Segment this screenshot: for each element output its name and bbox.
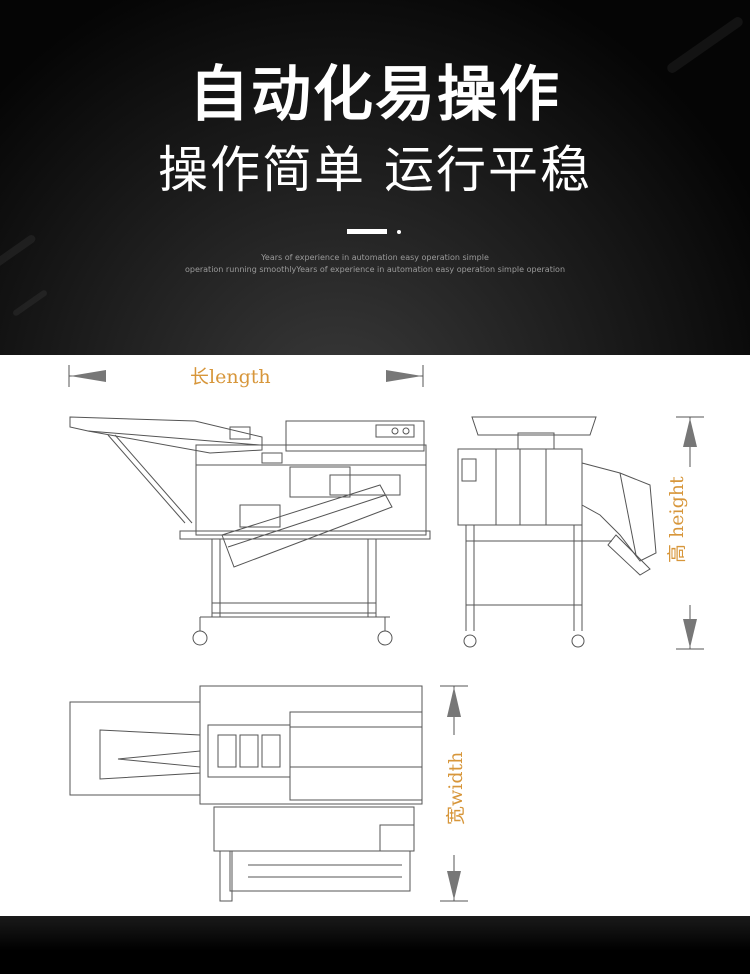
decor-streak [11,289,49,317]
height-label: 高height [666,476,688,563]
width-dimension [440,685,468,902]
arrow-down-icon [683,619,697,648]
tagline-line2: operation running smoothlyYears of exper… [184,265,566,274]
arrow-left-icon [70,370,106,382]
main-title: 自动化易操作 [189,60,561,130]
front-view [457,416,657,648]
subtitle: 操作简单 运行平稳 [158,141,592,199]
arrow-up-icon [447,687,461,717]
top-view [69,685,423,902]
length-label: 长length [190,366,271,388]
tagline-line1: Years of experience in automation easy o… [261,253,489,262]
length-dimension [68,365,424,387]
technical-drawing: 长length 高height 宽width [0,355,750,916]
side-view [69,416,431,646]
divider-dash [347,229,387,234]
arrow-down-icon [447,871,461,900]
height-dimension [676,416,704,650]
drawing-svg: 长length 高height 宽width [68,365,704,902]
divider-dot [397,230,401,234]
arrow-right-icon [386,370,422,382]
width-label: 宽width [445,752,467,825]
hero-banner: 自动化易操作 操作简单 运行平稳 Years of experience in … [0,0,750,355]
arrow-up-icon [683,418,697,447]
footer-band [0,916,750,974]
